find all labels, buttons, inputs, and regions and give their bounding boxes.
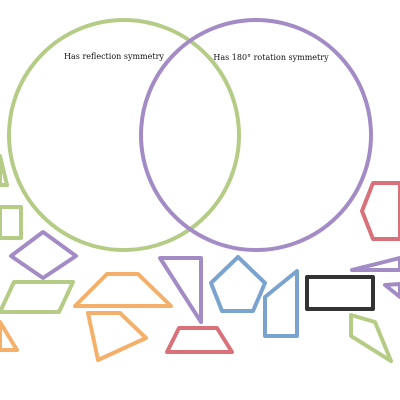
rectangle-partial-left-shape[interactable] bbox=[0, 205, 23, 240]
triangle-partial-left-shape[interactable] bbox=[0, 320, 19, 352]
reflection-symmetry-circle[interactable] bbox=[7, 18, 241, 252]
rotation-symmetry-circle[interactable] bbox=[139, 18, 373, 252]
right-trapezoid-shape[interactable] bbox=[263, 269, 299, 338]
rhombus-shape[interactable] bbox=[9, 230, 78, 280]
triangle-sliver-left-shape[interactable] bbox=[0, 154, 9, 187]
parallelogram-shape[interactable] bbox=[0, 280, 75, 314]
rectangle-black-shape[interactable] bbox=[305, 275, 375, 311]
reflection-symmetry-label: Has reflection symmetry bbox=[64, 52, 164, 61]
rotation-symmetry-label: Has 180° rotation symmetry bbox=[213, 53, 329, 62]
trapezoid-red-shape[interactable] bbox=[165, 326, 234, 354]
right-triangle-shape[interactable] bbox=[158, 256, 203, 324]
pentagon-shape[interactable] bbox=[209, 255, 267, 313]
quadrilateral-green-shape[interactable] bbox=[349, 313, 393, 363]
triangle-partial-right-shape[interactable] bbox=[383, 282, 400, 299]
quadrilateral-orange-shape[interactable] bbox=[86, 311, 148, 362]
isosceles-trapezoid-shape[interactable] bbox=[73, 272, 173, 308]
hexagon-shape[interactable] bbox=[360, 181, 400, 241]
triangle-sliver-right-shape[interactable] bbox=[350, 256, 400, 272]
